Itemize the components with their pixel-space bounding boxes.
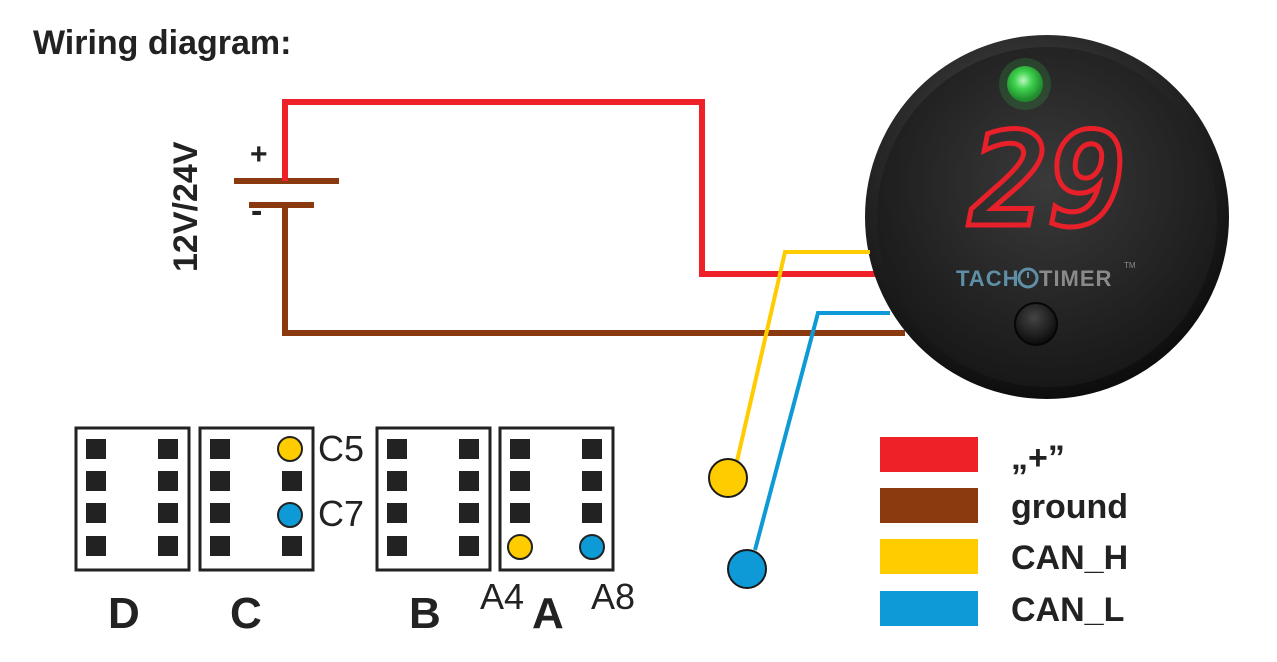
wire-can-l [753,311,890,551]
voltage-label: 12V/24V [167,141,205,272]
pin-c7 [277,502,303,528]
pin-c5-label: C5 [318,428,364,469]
page-title: Wiring diagram: [33,24,292,62]
pin-a4 [507,534,533,560]
connector-d-label: D [108,589,140,638]
wire-can-h [735,250,870,462]
connector-d [74,426,191,572]
wire-ground [282,205,905,336]
pin-a8 [579,534,605,560]
minus-label: - [251,192,262,230]
tachotimer-device: 29 TACH TIMER TM [865,35,1229,399]
display-digits: 29 [968,104,1127,256]
trademark: TM [1124,261,1136,270]
pin-c5 [277,436,303,462]
connector-c [198,426,315,572]
status-led [1007,66,1043,102]
legend-label-positive: „+” [1011,439,1065,477]
legend-label-can-l: CAN_L [1011,591,1124,629]
connector-a [498,426,615,572]
connector-b-label: B [409,589,441,638]
pin-a4-label: A4 [480,576,524,617]
device-face [877,47,1217,387]
wire-can-l-end [727,549,767,589]
brand-right: TIMER [1039,266,1112,291]
pin-c7-label: C7 [318,493,364,534]
plus-label: + [250,138,268,171]
legend-label-can-h: CAN_H [1011,539,1128,577]
connector-b [375,426,492,572]
legend-label-ground: ground [1011,488,1128,526]
legend-swatch-can-h [880,539,978,574]
legend-swatch-can-l [880,591,978,626]
device-button[interactable] [1014,302,1058,346]
legend-swatch-ground [880,488,978,523]
pin-a8-label: A8 [591,576,635,617]
brand-left: TACH [956,266,1019,291]
wire-can-h-end [708,458,748,498]
legend: „+” ground CAN_H CAN_L [880,437,1128,629]
status-led-glow [999,58,1051,110]
legend-swatch-positive [880,437,978,472]
connector-c-label: C [230,589,262,638]
wire-positive [282,99,880,277]
connector-a-label: A [532,589,564,638]
clock-icon [1017,267,1039,289]
